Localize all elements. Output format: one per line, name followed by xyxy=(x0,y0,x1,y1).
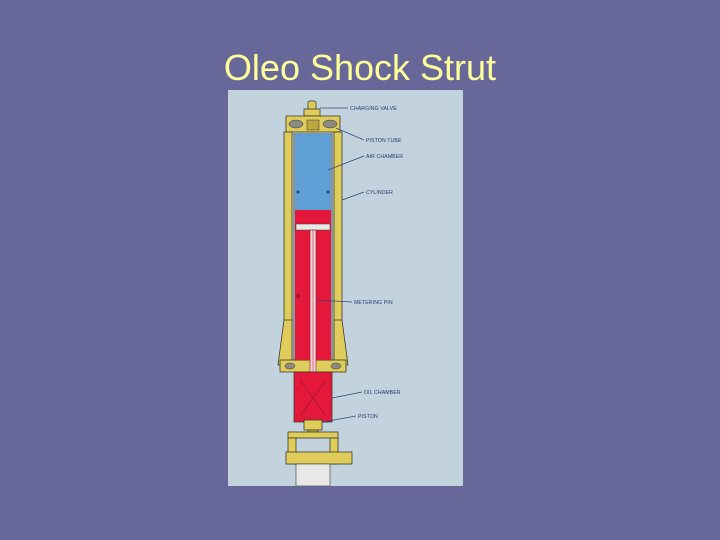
port xyxy=(296,294,300,298)
label-piston-tube: PISTON TUBE xyxy=(366,138,402,144)
diagram-background xyxy=(228,90,463,486)
label-charging-valve: CHARGING VALVE xyxy=(350,106,397,112)
shock-strut-diagram: CHARGING VALVE PISTON TUBE AIR CHAMBER C… xyxy=(228,90,463,486)
label-air-chamber: AIR CHAMBER xyxy=(366,154,403,160)
shock-strut-svg: CHARGING VALVE PISTON TUBE AIR CHAMBER C… xyxy=(228,90,463,486)
slide-title: Oleo Shock Strut xyxy=(223,47,497,88)
label-piston: PISTON xyxy=(358,414,378,420)
cylinder-wall xyxy=(277,131,349,373)
metering-pin xyxy=(309,229,317,391)
label-metering-pin: METERING PIN xyxy=(354,300,393,306)
axle-bracket xyxy=(285,431,353,486)
port xyxy=(296,190,300,194)
orifice-plate xyxy=(295,223,331,231)
air-chamber xyxy=(295,134,331,210)
top-cap xyxy=(285,115,341,133)
leader-lines xyxy=(315,107,365,423)
port xyxy=(326,190,330,194)
label-cylinder: CYLINDER xyxy=(366,190,393,196)
oil-chamber xyxy=(293,371,333,423)
label-oil-chamber: OIL CHAMBER xyxy=(364,390,401,396)
